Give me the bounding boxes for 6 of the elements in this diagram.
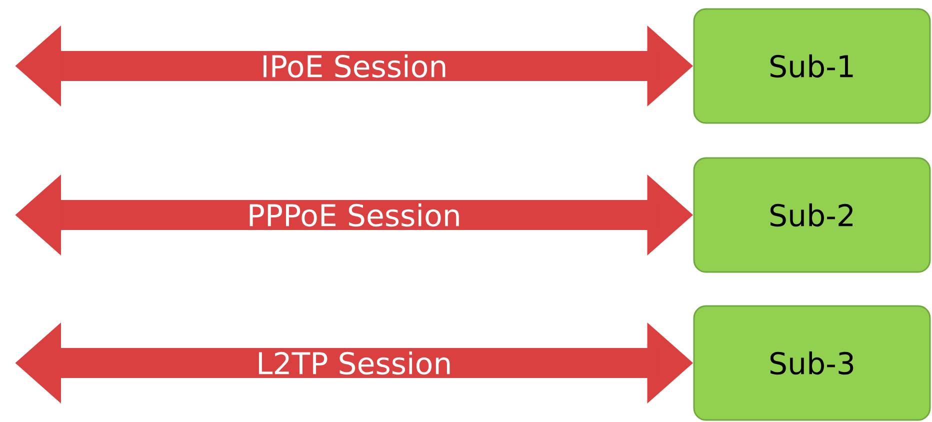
sub-box: Sub-3 (693, 305, 931, 421)
edge-label: L2TP Session (258, 351, 450, 375)
edge-label: IPoE Session (264, 54, 446, 78)
edge-label: PPPoE Session (250, 203, 459, 227)
sub-box: Sub-1 (693, 8, 931, 124)
sub-box: Sub-2 (693, 157, 931, 273)
